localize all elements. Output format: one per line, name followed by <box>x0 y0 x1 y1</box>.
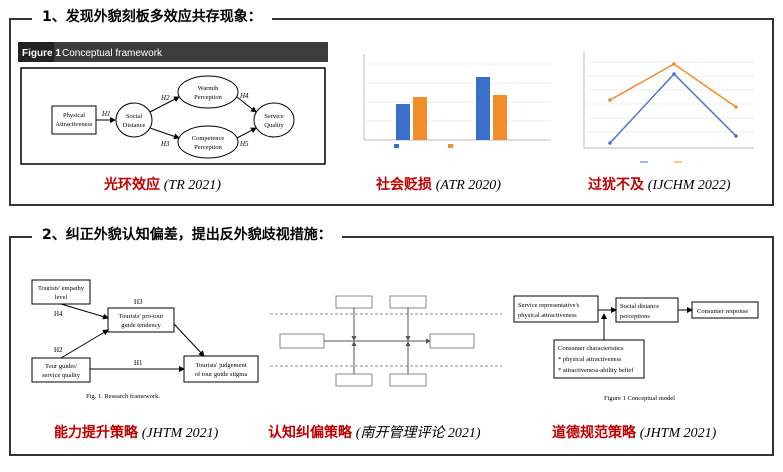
svg-text:* physical attractiveness: * physical attractiveness <box>558 356 622 363</box>
figure-6-caption: Figure 1 Conceptual model <box>604 395 675 402</box>
point-blue-1 <box>608 141 612 145</box>
box-social-distance <box>615 297 679 323</box>
path-h4: H4 <box>54 310 63 318</box>
figure-4-caption: Fig. 1. Research framework. <box>86 393 160 400</box>
caption-halo-effect: 光环效应 (TR 2021) <box>104 177 221 193</box>
box-bottom-right <box>389 373 427 387</box>
node-social-distance <box>115 102 153 138</box>
svg-text:perceptions: perceptions <box>620 313 650 320</box>
figure-conceptual-model: Service representative's physical attrac… <box>512 290 764 406</box>
svg-text:Consumer characteristics: Consumer characteristics <box>558 345 624 352</box>
point-blue-2 <box>672 72 676 76</box>
bar-group2-series1 <box>476 77 490 140</box>
figure-line-chart <box>570 44 760 168</box>
y-ticks <box>364 63 551 122</box>
figure-1-title: Conceptual framework <box>62 48 163 59</box>
figure-conceptual-framework: Figure 1 Conceptual framework Physical A… <box>18 42 328 168</box>
box-consumer-characteristics <box>553 339 645 379</box>
svg-text:Perception: Perception <box>194 94 223 101</box>
svg-text:Quality: Quality <box>264 122 284 129</box>
svg-text:level: level <box>55 294 68 301</box>
box-bottom-left <box>335 373 373 387</box>
node-pro-tour-guide <box>107 307 175 333</box>
point-orange-2 <box>672 62 676 66</box>
figure-research-framework: Tourists' empathy level Tourists' pro-to… <box>24 272 264 402</box>
figure-1-label: Figure 1 <box>22 48 61 59</box>
box-left <box>279 333 325 349</box>
path-h3: H3 <box>160 140 170 148</box>
svg-text:Warmth: Warmth <box>198 85 220 92</box>
figure-bar-chart <box>336 44 562 168</box>
path-h3: H3 <box>134 298 143 306</box>
svg-text:Tourists' judgement: Tourists' judgement <box>195 362 246 369</box>
svg-text:Competence: Competence <box>192 135 225 142</box>
path-h1: H1 <box>101 110 111 118</box>
svg-text:of tour guide stigma: of tour guide stigma <box>195 371 248 378</box>
box-representative-attractiveness <box>513 295 599 323</box>
figure-1-header-bar <box>18 42 328 62</box>
bar-group1-series2 <box>413 97 427 140</box>
caption-cognitive-strategy: 认知纠偏策略 (南开管理评论 2021) <box>268 425 481 441</box>
svg-text:* attractiveness-ability belie: * attractiveness-ability belief <box>558 367 634 374</box>
path-h2: H2 <box>160 94 170 102</box>
svg-text:guide tendency: guide tendency <box>121 322 161 329</box>
svg-text:Distance: Distance <box>123 122 146 129</box>
caption-social-derogation: 社会贬损 (ATR 2020) <box>376 177 501 193</box>
node-physical-attractiveness <box>51 105 97 135</box>
svg-text:Physical: Physical <box>63 112 85 119</box>
svg-text:service quality: service quality <box>42 372 81 379</box>
point-blue-3 <box>734 134 738 138</box>
caption-ability-strategy: 能力提升策略 (JHTM 2021) <box>54 425 219 441</box>
svg-text:Perception: Perception <box>194 144 223 151</box>
node-stigma-judgement <box>183 355 259 383</box>
svg-text:Consumer response: Consumer response <box>697 308 748 315</box>
svg-text:Service representative's: Service representative's <box>518 302 580 309</box>
svg-text:Service: Service <box>264 113 284 120</box>
svg-text:physical attractiveness: physical attractiveness <box>518 312 577 319</box>
node-service-quality <box>253 102 295 138</box>
bar-group2-series2 <box>493 95 507 140</box>
path-h5: H5 <box>239 140 249 148</box>
bar-group1-series1 <box>396 104 410 140</box>
box-right <box>429 333 475 349</box>
point-orange-3 <box>734 105 738 109</box>
node-competence-perception <box>177 125 239 159</box>
legend-swatch-1 <box>394 144 399 148</box>
legend-swatch-2 <box>448 144 453 148</box>
path-h4: H4 <box>239 92 249 100</box>
box-top-right <box>389 295 427 309</box>
svg-text:Tourists' empathy: Tourists' empathy <box>38 285 85 292</box>
section-1-title: 1、发现外貌刻板多效应共存现象： <box>32 8 272 26</box>
caption-too-much: 过犹不及 (IJCHM 2022) <box>588 177 731 193</box>
point-orange-1 <box>608 98 612 102</box>
node-warmth-perception <box>177 75 239 109</box>
path-h2: H2 <box>54 346 63 354</box>
section-2-frame <box>9 236 774 456</box>
svg-text:Social: Social <box>126 113 142 120</box>
section-2-title: 2、纠正外貌认知偏差，提出反外貌歧视措施： <box>32 226 342 244</box>
svg-text:Attractiveness: Attractiveness <box>55 121 93 128</box>
figure-moderation-diagram <box>270 290 502 402</box>
node-empathy-level <box>31 279 91 305</box>
box-top-left <box>335 295 373 309</box>
caption-moral-strategy: 道德规范策略 (JHTM 2021) <box>552 425 717 441</box>
svg-text:Tourists' pro-tour: Tourists' pro-tour <box>119 313 165 320</box>
path-h1: H1 <box>134 359 143 367</box>
svg-text:Social distance: Social distance <box>620 303 659 310</box>
svg-text:Tour guides': Tour guides' <box>45 363 77 370</box>
